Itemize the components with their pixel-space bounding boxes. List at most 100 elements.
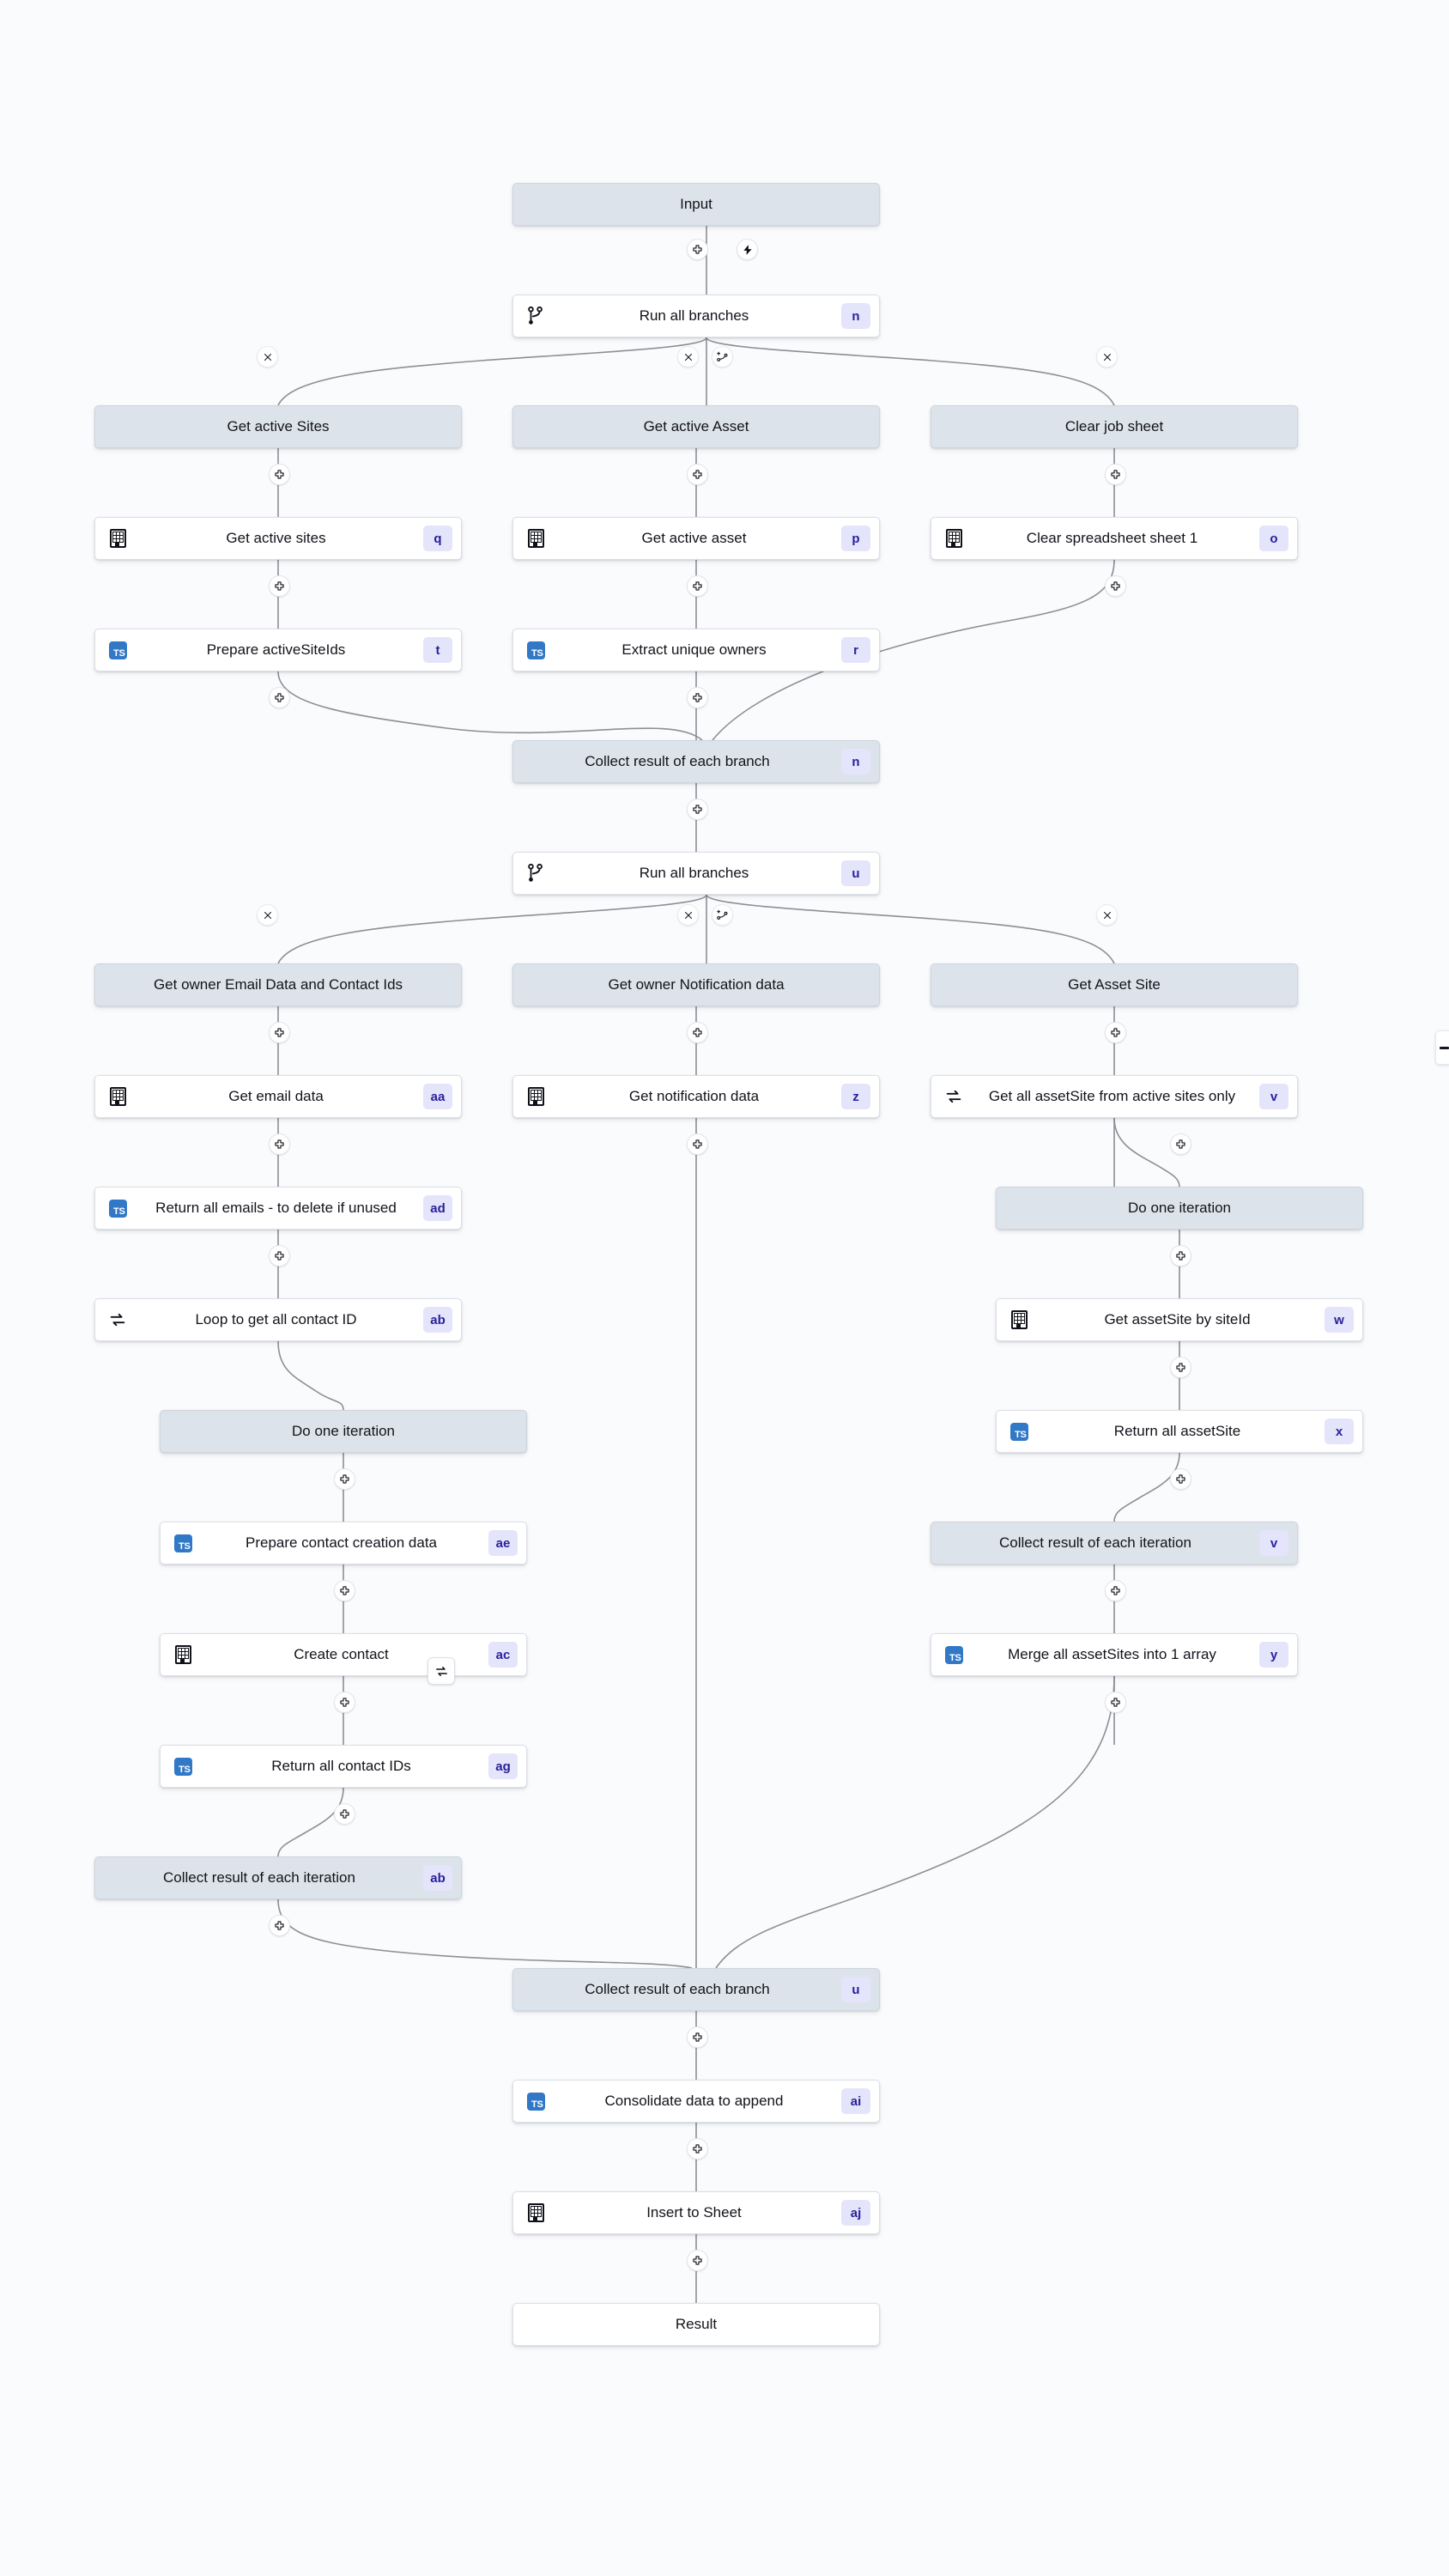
workflow-node-grp_asset[interactable]: Get active Asset — [512, 405, 880, 448]
edge-handle-plus[interactable] — [269, 575, 290, 597]
edge-handle-close[interactable] — [1096, 904, 1118, 926]
plus-icon — [340, 1698, 349, 1707]
node-icon-slot: TS — [172, 1755, 194, 1777]
edge-handle-add-branch[interactable] — [712, 904, 733, 926]
edge-handle-plus[interactable] — [687, 575, 708, 597]
canvas-side-panel[interactable] — [1435, 1030, 1449, 1065]
edge-handle-plus[interactable] — [334, 1580, 355, 1601]
node-label: Create contact — [294, 1646, 389, 1662]
workflow-node-grp_jobsheet[interactable]: Clear job sheet — [931, 405, 1298, 448]
edge-handle-bolt[interactable] — [737, 239, 758, 260]
edge-handle-plus[interactable] — [334, 1692, 355, 1713]
edge-handle-plus[interactable] — [687, 239, 708, 260]
edge-handle-plus[interactable] — [687, 2250, 708, 2271]
edge-handle-plus[interactable] — [1105, 575, 1126, 597]
edge-handle-plus[interactable] — [1105, 1022, 1126, 1043]
edge-handle-plus[interactable] — [269, 1022, 290, 1043]
typescript-icon: TS — [944, 1645, 963, 1664]
edge-handle-close[interactable] — [257, 346, 278, 368]
edge-handle-plus[interactable] — [269, 1915, 290, 1936]
edge-handle-plus[interactable] — [687, 687, 708, 708]
edge-handle-plus[interactable] — [1105, 1580, 1126, 1601]
node-badge: n — [841, 303, 870, 329]
edge-handle-close[interactable] — [677, 904, 699, 926]
edge-handle-plus[interactable] — [1105, 464, 1126, 485]
edge-handle-plus[interactable] — [687, 1022, 708, 1043]
edge-handle-plus[interactable] — [269, 1133, 290, 1155]
node-retry-badge[interactable] — [427, 1657, 455, 1685]
edge-handle-plus[interactable] — [1170, 1468, 1191, 1490]
edge-handle-plus[interactable] — [334, 1803, 355, 1825]
node-label: Get notification data — [628, 1088, 760, 1104]
edge-handle-plus[interactable] — [269, 1245, 290, 1267]
edge-handle-plus[interactable] — [1170, 1245, 1191, 1267]
node-label: Prepare contact creation data — [245, 1534, 438, 1551]
edge-handle-plus[interactable] — [687, 1133, 708, 1155]
edge-handle-plus[interactable] — [687, 799, 708, 820]
workflow-node-result[interactable]: Result — [512, 2303, 880, 2346]
plus-icon — [1111, 1028, 1120, 1037]
workflow-node-grp_notif[interactable]: Get owner Notification data — [512, 963, 880, 1006]
node-label: Get owner Notification data — [608, 976, 785, 993]
workflow-node-iter_right[interactable]: Do one iteration — [996, 1187, 1363, 1230]
edge-handle-add-branch[interactable] — [712, 346, 733, 368]
edge-handle-plus[interactable] — [687, 2026, 708, 2048]
edge-handle-close[interactable] — [257, 904, 278, 926]
edge-handle-plus[interactable] — [334, 1468, 355, 1490]
node-label: Loop to get all contact ID — [195, 1311, 357, 1327]
workflow-node-grp_assetsite[interactable]: Get Asset Site — [931, 963, 1298, 1006]
plus-icon — [340, 1474, 349, 1484]
node-badge: ag — [488, 1753, 518, 1779]
node-badge: ad — [423, 1195, 452, 1221]
edge-handle-plus[interactable] — [687, 464, 708, 485]
workflow-node-get_allassets[interactable]: Get all assetSite from active sites only… — [931, 1075, 1298, 1118]
workflow-node-input[interactable]: Input — [512, 183, 880, 226]
plus-icon — [693, 2144, 702, 2154]
add-branch-icon — [717, 351, 728, 361]
edge-handle-close[interactable] — [677, 346, 699, 368]
edge-handle-plus[interactable] — [687, 2138, 708, 2160]
workflow-node-iter_left[interactable]: Do one iteration — [160, 1410, 527, 1453]
edge-handle-plus[interactable] — [1170, 1133, 1191, 1155]
node-label: Merge all assetSites into 1 array — [1008, 1646, 1216, 1662]
edge-handle-plus[interactable] — [269, 687, 290, 708]
plus-icon — [693, 1139, 702, 1149]
workflow-node-grp_email[interactable]: Get owner Email Data and Contact Ids — [94, 963, 462, 1006]
workflow-node-grp_sites[interactable]: Get active Sites — [94, 405, 462, 448]
node-icon-slot: TS — [524, 2090, 547, 2112]
edge-handle-close[interactable] — [1096, 346, 1118, 368]
plus-icon — [1111, 581, 1120, 591]
edge-handle-plus[interactable] — [1105, 1692, 1126, 1713]
node-icon-slot — [943, 527, 965, 550]
node-label: Get Asset Site — [1068, 976, 1161, 993]
plus-icon — [1176, 1363, 1185, 1372]
node-icon-slot — [106, 1309, 129, 1331]
node-badge: aj — [841, 2200, 870, 2226]
edge-handle-plus[interactable] — [269, 464, 290, 485]
edge-handle-plus[interactable] — [1170, 1357, 1191, 1378]
